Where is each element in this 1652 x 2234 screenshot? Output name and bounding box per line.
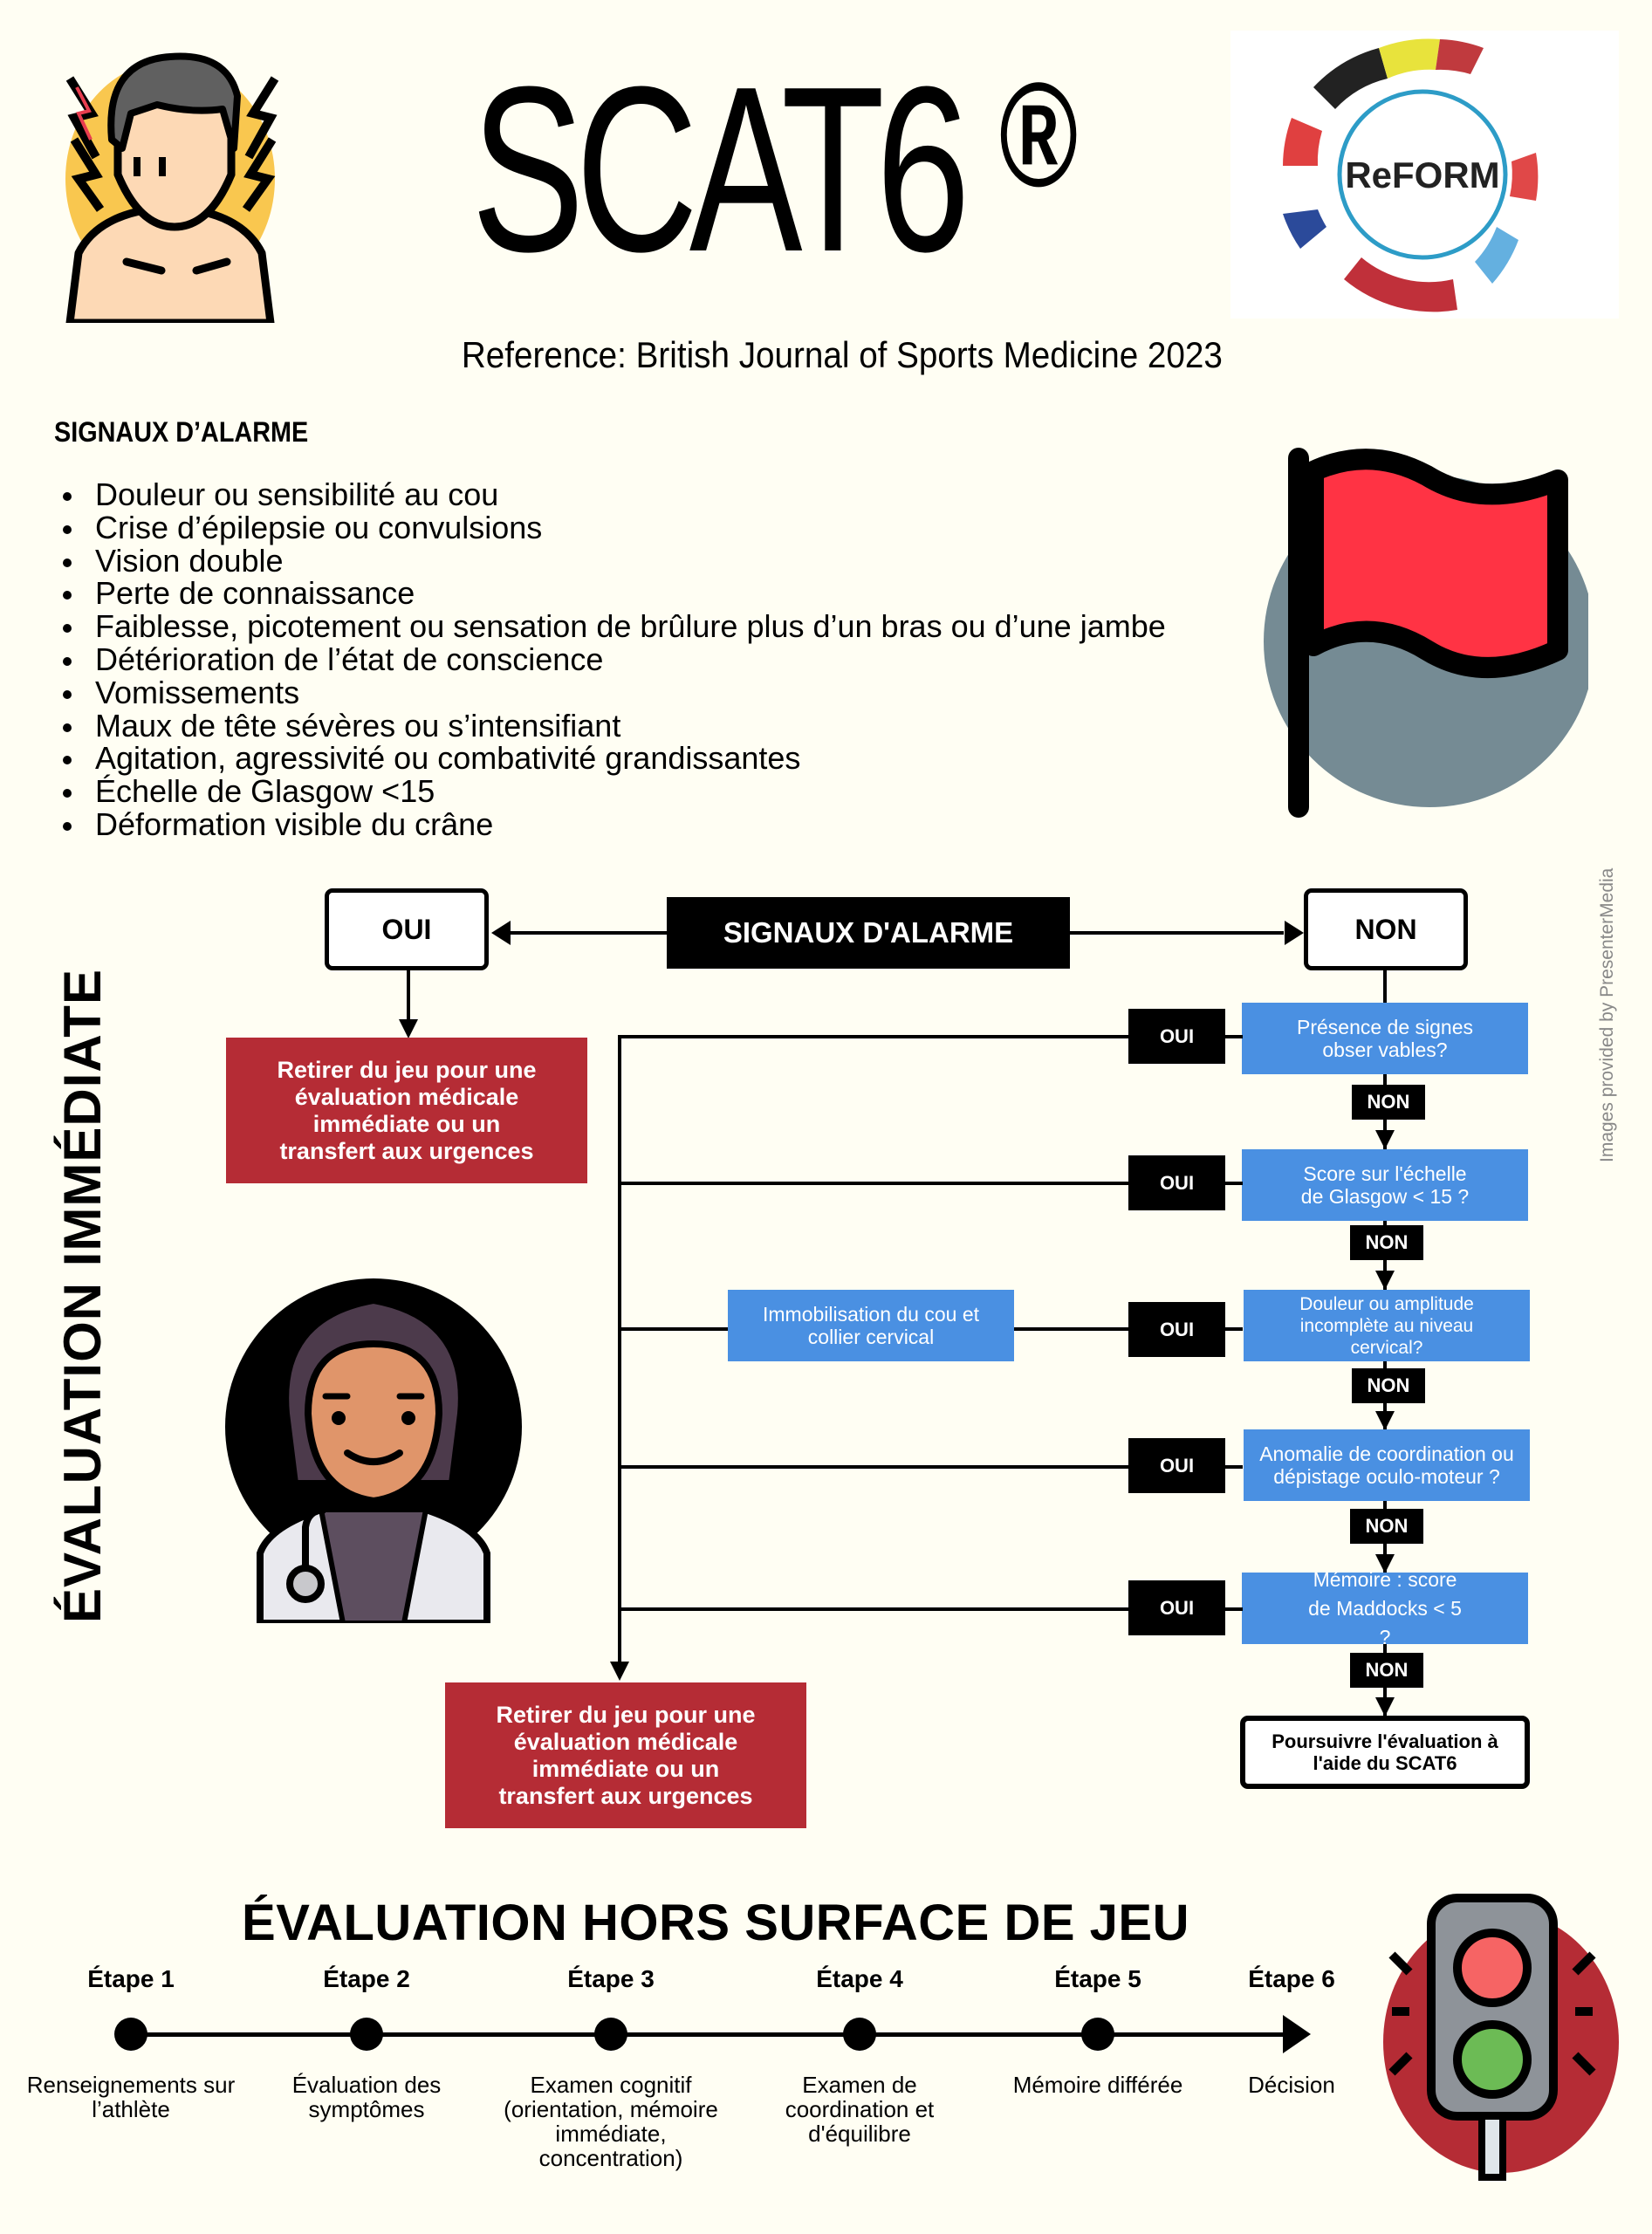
connector-line — [1225, 1607, 1243, 1611]
off-field-evaluation-title: ÉVALUATION HORS SURFACE DE JEU — [242, 1895, 1189, 1951]
reform-logo: ReFORM — [1230, 31, 1619, 319]
image-credit: Images provided by PresenterMedia — [1597, 867, 1617, 1162]
list-item: Vomissements — [58, 675, 1166, 709]
oui-label: OUI — [1128, 1155, 1225, 1210]
timeline-step-label: Étape 2 — [323, 1965, 410, 1992]
timeline-step-label: Étape 3 — [567, 1965, 655, 1992]
arrow-down-icon — [1375, 1130, 1395, 1149]
connector-line — [620, 1327, 728, 1331]
arrow-left-icon — [491, 921, 511, 945]
remove-from-play-box-2: Retirer du jeu pour une évaluation médic… — [445, 1682, 806, 1828]
connector-line — [620, 1607, 1129, 1611]
non-label: NON — [1350, 1653, 1423, 1688]
question-box-3: Douleur ou amplitude incomplète au nivea… — [1244, 1290, 1530, 1361]
arrow-down-icon — [1375, 1271, 1395, 1290]
timeline-step-description: Renseignements sur l’athlète — [26, 2072, 236, 2122]
timeline-step-description: Mémoire différée — [1012, 2072, 1183, 2098]
timeline-step-dot — [114, 2018, 147, 2051]
non-label: NON — [1352, 1085, 1425, 1120]
arrow-down-icon — [1375, 1554, 1395, 1573]
non-box-main: NON — [1304, 888, 1468, 970]
question-box-1: Présence de signes obser vables? — [1242, 1003, 1528, 1074]
oui-label: OUI — [1128, 1302, 1225, 1357]
reference-text: Reference: British Journal of Sports Med… — [461, 334, 1223, 375]
question-box-4: Anomalie de coordination ou dépistage oc… — [1244, 1429, 1530, 1501]
headache-man-illustration — [35, 26, 279, 327]
timeline-step-description: Évaluation des symptômes — [291, 2072, 442, 2122]
registered-mark: ® — [998, 52, 1079, 218]
red-flags-heading: SIGNAUX D’ALARME — [54, 416, 309, 448]
doctor-illustration — [225, 1239, 522, 1627]
connector-line — [620, 1182, 1129, 1185]
connector-line — [407, 970, 410, 1031]
red-flag-icon — [1239, 436, 1595, 820]
timeline-line — [129, 2032, 1287, 2037]
timeline-step-label: Étape 6 — [1248, 1965, 1335, 1992]
timeline-step-dot — [1081, 2018, 1114, 2051]
non-label: NON — [1350, 1509, 1423, 1544]
arrow-right-icon — [1285, 921, 1304, 945]
oui-label: OUI — [1128, 1009, 1225, 1064]
remove-from-play-box: Retirer du jeu pour une évaluation médic… — [226, 1038, 587, 1183]
traffic-light-icon — [1370, 1889, 1623, 2186]
connector-line — [1070, 931, 1284, 935]
timeline-step-description: Examen de coordination et d'équilibre — [785, 2072, 935, 2147]
list-item: Déformation visible du crâne — [58, 808, 1166, 841]
arrow-down-icon — [399, 1019, 418, 1038]
connector-line — [511, 931, 668, 935]
connector-line — [620, 1465, 1129, 1469]
connector-line — [1225, 1035, 1243, 1038]
list-item: Vision double — [58, 544, 1166, 578]
list-item: Détérioration de l’état de conscience — [58, 643, 1166, 676]
timeline-step-dot — [843, 2018, 876, 2051]
timeline-step-dot — [350, 2018, 383, 2051]
list-item: Faiblesse, picotement ou sensation de br… — [58, 610, 1166, 643]
connector-line — [1225, 1327, 1243, 1331]
logo-name: ReFORM — [1345, 154, 1499, 195]
timeline-arrow-icon — [1283, 2015, 1311, 2053]
timeline-step-label: Étape 5 — [1054, 1965, 1141, 1992]
red-flags-list: Douleur ou sensibilité au cou Crise d’ép… — [58, 478, 1166, 841]
list-item: Perte de connaissance — [58, 577, 1166, 610]
connector-line — [1225, 1182, 1243, 1185]
arrow-down-icon — [1375, 1697, 1395, 1717]
oui-label: OUI — [1128, 1438, 1225, 1493]
non-label: NON — [1350, 1225, 1423, 1260]
connector-line — [618, 1035, 621, 1663]
question-box-2: Score sur l'échelle de Glasgow < 15 ? — [1242, 1149, 1528, 1221]
list-item: Agitation, agressivité ou combativité gr… — [58, 742, 1166, 775]
list-item: Échelle de Glasgow <15 — [58, 775, 1166, 808]
oui-label: OUI — [1128, 1580, 1225, 1635]
continue-scat6-box: Poursuivre l'évaluation à l'aide du SCAT… — [1240, 1716, 1530, 1789]
timeline-step-description: Examen cognitif (orientation, mémoire im… — [504, 2072, 718, 2171]
list-item: Maux de tête sévères ou s’intensifiant — [58, 709, 1166, 743]
connector-line — [1014, 1327, 1129, 1331]
arrow-down-icon — [1375, 1411, 1395, 1430]
title-text: SCAT6 — [471, 38, 970, 301]
timeline-step-dot — [594, 2018, 627, 2051]
page-title: SCAT6® — [471, 52, 1078, 288]
timeline-step-description: Décision — [1248, 2072, 1335, 2098]
oui-box-main: OUI — [325, 888, 489, 970]
neck-immobilization-box: Immobilisation du cou et collier cervica… — [728, 1290, 1014, 1361]
timeline-step-label: Étape 4 — [816, 1965, 903, 1992]
list-item: Crise d’épilepsie ou convulsions — [58, 511, 1166, 545]
non-label: NON — [1352, 1368, 1425, 1403]
arrow-down-icon — [610, 1662, 629, 1681]
connector-line — [620, 1035, 1129, 1038]
immediate-evaluation-title: ÉVALUATION IMMÉDIATE — [53, 969, 112, 1623]
connector-line — [1225, 1465, 1243, 1469]
list-item: Douleur ou sensibilité au cou — [58, 478, 1166, 511]
signaux-alarme-box: SIGNAUX D'ALARME — [667, 897, 1070, 969]
timeline-step-label: Étape 1 — [87, 1965, 175, 1992]
question-box-5: Mémoire : score de Maddocks < 5 ? — [1242, 1568, 1528, 1648]
